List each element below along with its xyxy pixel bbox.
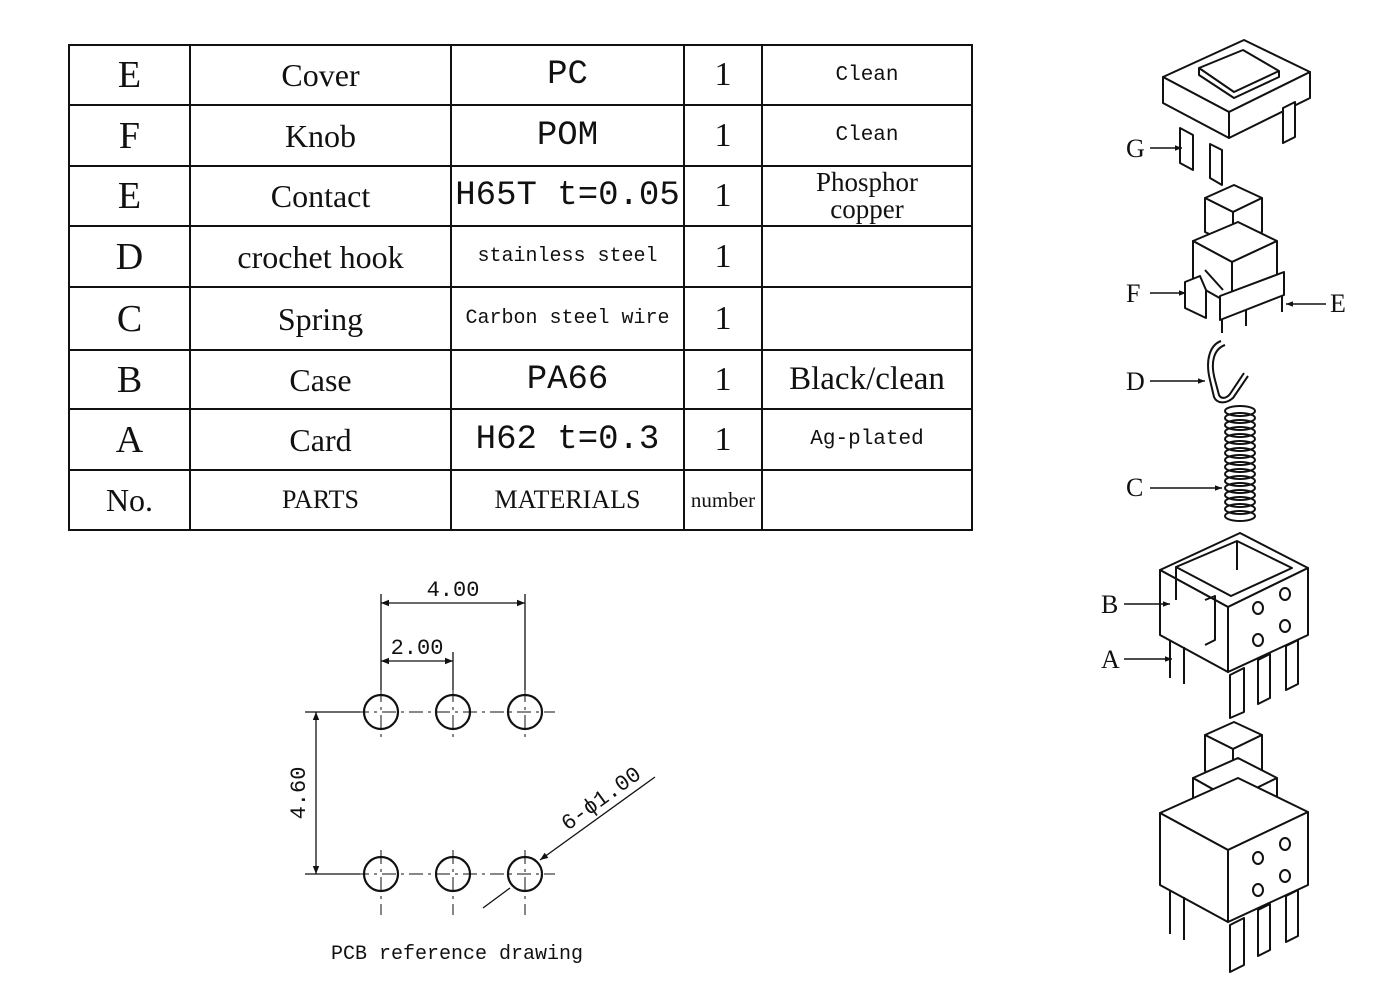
qty-cell: 1 [683,225,763,288]
table-header-row: No. PARTS MATERIALS number [68,469,973,531]
callout-c: C [1126,473,1143,502]
header-note [761,469,973,531]
callout-a: A [1101,645,1120,674]
header-materials: MATERIALS [450,469,685,531]
material-cell: H62 t=0.3 [450,408,685,471]
header-no: No. [68,469,191,531]
note-line-2: copper [830,194,904,224]
dim-pitch: 2.00 [391,636,444,661]
note-line-1: Phosphor [815,167,918,197]
pcb-caption: PCB reference drawing [331,943,583,966]
material-cell: H65T t=0.05 [450,165,685,227]
material-cell: stainless steel [450,225,685,288]
note-cell: Clean [761,44,973,106]
header-number: number [683,469,763,531]
table-row: B Case PA66 1 Black/clean [68,349,973,410]
table-row: C Spring Carbon steel wire 1 [68,286,973,351]
code-cell: F [68,104,191,167]
pcb-hole [506,855,544,893]
assembled-switch [1159,721,1309,973]
note-cell [761,286,973,351]
qty-cell: 1 [683,44,763,106]
table-row: F Knob POM 1 Clean [68,104,973,167]
note-cell: Black/clean [761,349,973,410]
pcb-hole [362,693,400,731]
part-cell: Knob [189,104,452,167]
part-knob-f [1184,184,1285,333]
code-cell: A [68,408,191,471]
part-spring-c [1224,405,1256,522]
note-cell [761,225,973,288]
part-cell: Contact [189,165,452,227]
qty-cell: 1 [683,104,763,167]
part-cover-g [1162,39,1311,186]
part-cell: Spring [189,286,452,351]
part-hook-d [1207,340,1249,404]
code-cell: C [68,286,191,351]
part-cell: Cover [189,44,452,106]
table-row: E Contact H65T t=0.05 1 Phosphor copper [68,165,973,227]
note-cell: Ag-plated [761,408,973,471]
qty-cell: 1 [683,165,763,227]
header-parts: PARTS [189,469,452,531]
callout-d: D [1126,367,1145,396]
callout-b: B [1101,590,1118,619]
code-cell: D [68,225,191,288]
parts-table: E Cover PC 1 Clean F Knob POM 1 Clean E … [68,44,973,531]
pcb-hole [362,855,400,893]
qty-cell: 1 [683,349,763,410]
material-cell: PC [450,44,685,106]
dim-row-spacing: 4.60 [287,767,312,820]
pcb-hole [434,693,472,731]
pcb-hole [434,855,472,893]
table-row: A Card H62 t=0.3 1 Ag-plated [68,408,973,471]
table-row: E Cover PC 1 Clean [68,44,973,106]
code-cell: E [68,44,191,106]
callout-leaders [1124,145,1326,662]
part-cell: crochet hook [189,225,452,288]
qty-cell: 1 [683,408,763,471]
callout-e: E [1330,289,1346,318]
part-cell: Case [189,349,452,410]
part-case-b [1159,532,1309,719]
material-cell: POM [450,104,685,167]
material-cell: Carbon steel wire [450,286,685,351]
pcb-hole [506,693,544,731]
dim-pitch-total: 4.00 [427,578,480,603]
part-cell: Card [189,408,452,471]
callout-g: G [1126,134,1145,163]
callout-f: F [1126,279,1140,308]
table-row: D crochet hook stainless steel 1 [68,225,973,288]
code-cell: E [68,165,191,227]
material-cell: PA66 [450,349,685,410]
note-cell: Clean [761,104,973,167]
qty-cell: 1 [683,286,763,351]
code-cell: B [68,349,191,410]
note-cell: Phosphor copper [761,165,973,227]
